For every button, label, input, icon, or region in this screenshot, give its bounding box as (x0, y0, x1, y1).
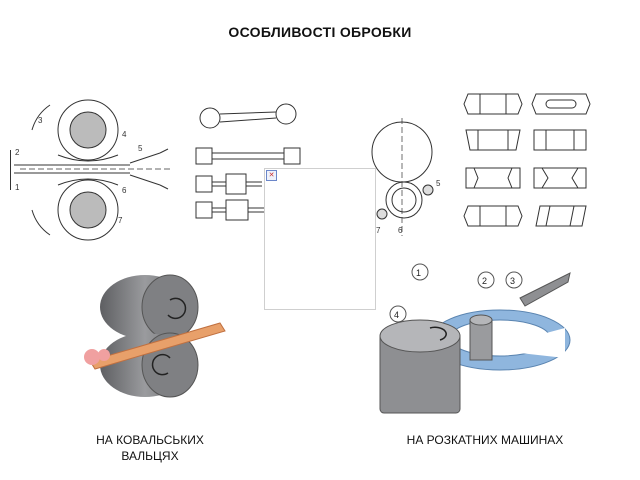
profile-sections-drawing (463, 93, 591, 227)
ring-rolling-schematic: 5 6 7 (371, 118, 441, 236)
ring-label: 1 (416, 268, 421, 278)
roller-label: 6 (398, 226, 403, 235)
schematic-label: 2 (15, 148, 20, 157)
forging-rolls-illustration (84, 274, 226, 398)
schematic-label: 4 (122, 130, 127, 139)
forging-rolls-caption: НА КОВАЛЬСЬКИХ ВАЛЬЦЯХ (96, 433, 204, 463)
ring-label: 3 (510, 276, 515, 286)
ring-rolling-caption: НА РОЗКАТНИХ МАШИНАХ (406, 433, 564, 447)
ring-label: 2 (482, 276, 487, 286)
schematic-label: 5 (138, 144, 143, 153)
schematic-label: 1 (15, 183, 20, 192)
roller-label: 7 (376, 226, 381, 235)
broken-image-icon: ✕ (266, 170, 277, 181)
schematic-label: 6 (122, 186, 127, 195)
page-title: ОСОБЛИВОСТІ ОБРОБКИ (228, 24, 412, 40)
schematic-label: 7 (118, 216, 123, 225)
roller-label: 5 (436, 179, 441, 188)
forging-rolls-schematic: 2 1 3 4 5 6 7 (10, 99, 170, 241)
image-placeholder (264, 168, 376, 310)
ring-rolling-illustration: 1 2 3 4 (379, 263, 571, 414)
workpiece-shapes-drawing (195, 103, 301, 221)
schematic-label: 3 (38, 116, 43, 125)
ring-label: 4 (394, 310, 399, 320)
